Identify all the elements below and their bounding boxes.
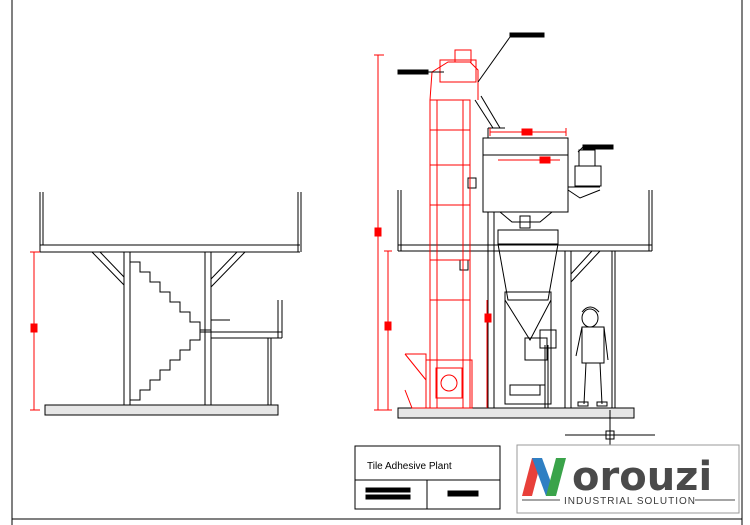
dimension-height-left (30, 251, 40, 411)
dimension-height-right (374, 54, 567, 411)
brand-name: orouzi (572, 454, 712, 500)
ground-slab-left (44, 404, 279, 416)
ground-slab-right (397, 407, 635, 419)
drawing-frame (11, 0, 743, 525)
logo-mark-icon (522, 458, 566, 496)
plant-elevation (397, 95, 653, 419)
worker-figure (575, 306, 609, 407)
brand-logo: orouzi INDUSTRIAL SOLUTION (516, 444, 740, 514)
title-block (354, 445, 501, 510)
callout-labels (397, 32, 614, 153)
bucket-elevator (404, 49, 479, 409)
project-title: Tile Adhesive Plant (367, 461, 452, 472)
brand-tagline: INDUSTRIAL SOLUTION (564, 496, 696, 507)
platform-stair-elevation (39, 192, 302, 416)
